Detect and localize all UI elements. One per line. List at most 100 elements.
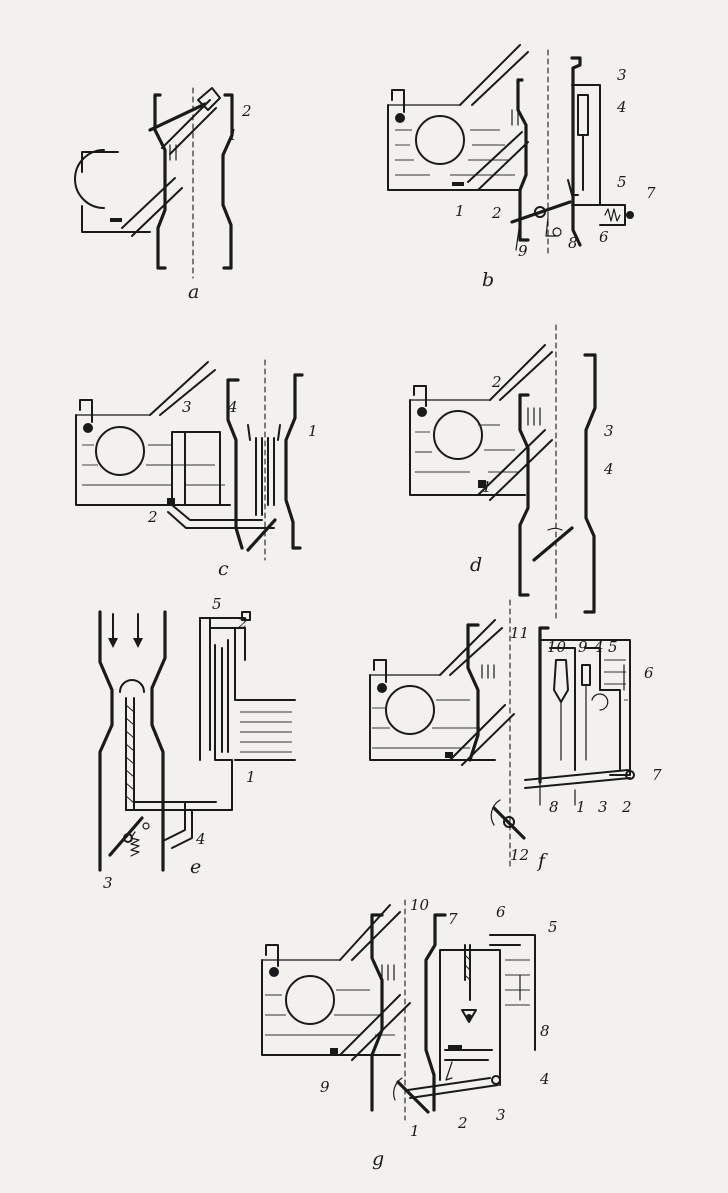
e-well-walls	[199, 617, 211, 761]
g-tube-7	[464, 944, 471, 1001]
b-label-8: 8	[568, 234, 578, 252]
a-bowl-edge-lower	[81, 205, 151, 233]
diagram-e	[98, 610, 296, 872]
e-pivot-2	[142, 822, 150, 830]
f-label-8: 8	[549, 798, 559, 816]
g-throttle	[396, 1080, 430, 1114]
c-label-3: 3	[182, 398, 192, 416]
a-caption: a	[188, 281, 200, 303]
e-label-3: 3	[103, 874, 113, 892]
d-fuel-lines	[415, 424, 518, 473]
c-caption: c	[218, 558, 229, 580]
f-bowl	[369, 674, 496, 761]
b-inlet	[391, 89, 405, 113]
c-fuel-lines	[82, 444, 225, 486]
d-jet	[478, 480, 486, 488]
f-linkage-rod	[524, 769, 631, 789]
g-pivot-4	[491, 1075, 501, 1085]
f-passage	[449, 704, 515, 766]
diagram-g	[261, 899, 536, 1121]
e-label-1: 1	[246, 768, 256, 786]
f-label-6: 6	[644, 664, 654, 682]
f-fuel-lines	[372, 699, 480, 749]
d-label-1: 1	[482, 478, 492, 496]
f-label-7: 7	[652, 766, 662, 784]
f-throttle-pivot	[503, 816, 515, 828]
f-pivot-7	[625, 770, 635, 780]
d-caption: d	[470, 554, 483, 576]
f-rods	[539, 781, 576, 806]
diagram-f	[369, 599, 635, 871]
e-nozzle	[125, 697, 135, 811]
g-jets	[381, 964, 395, 981]
b-throttle-pivot	[534, 206, 546, 218]
f-label-5: 5	[608, 638, 618, 656]
g-label-2: 2	[458, 1114, 468, 1132]
f-valve-10	[553, 659, 569, 703]
diagram-d	[409, 324, 597, 621]
b-pump-cylinder	[571, 84, 601, 206]
d-inlet	[413, 385, 427, 407]
c-throttle	[246, 518, 277, 552]
e-bowl	[234, 627, 296, 761]
b-label-2: 2	[492, 204, 502, 222]
b-venturi-right	[570, 56, 582, 247]
g-jet-9	[330, 1048, 338, 1054]
f-jets	[481, 664, 495, 679]
d-label-2: 2	[492, 373, 502, 391]
g-outer	[489, 934, 536, 1051]
c-venturi-left	[226, 378, 244, 550]
f-valve-9	[581, 664, 591, 686]
e-well-inner	[214, 644, 233, 811]
f-venturi-right	[538, 626, 550, 784]
f-label-1: 1	[576, 798, 586, 816]
g-arrow-2	[445, 1061, 453, 1081]
e-nozzle-hatch	[125, 704, 135, 804]
g-label-1: 1	[410, 1122, 420, 1140]
b-jet	[511, 109, 519, 126]
g-valve-8	[461, 1009, 477, 1023]
g-outer-fuel	[505, 959, 530, 1006]
b-label-6: 6	[599, 228, 609, 246]
g-float	[285, 975, 335, 1025]
a-label-2: 2	[242, 102, 252, 120]
b-label-3: 3	[617, 66, 627, 84]
b-float	[415, 115, 465, 165]
g-label-4: 4	[540, 1070, 550, 1088]
b-linkage	[515, 217, 557, 251]
f-vent	[439, 619, 503, 676]
a-jet	[169, 144, 177, 161]
c-emulsion-tubes	[255, 437, 275, 516]
b-caption: b	[482, 269, 495, 291]
f-label-9: 9	[578, 638, 588, 656]
e-plug	[241, 611, 251, 621]
e-label-4: 4	[196, 830, 206, 848]
f-arc	[490, 799, 501, 826]
d-throttle	[532, 526, 574, 562]
e-nozzle-cap	[119, 679, 145, 693]
b-label-5: 5	[617, 173, 627, 191]
g-tube-hatch	[464, 954, 471, 981]
g-venturi-right	[424, 913, 447, 1112]
g-venturi-left	[370, 913, 384, 1112]
d-venturi-right	[583, 353, 597, 614]
b-label-7: 7	[646, 184, 656, 202]
f-label-12: 12	[510, 846, 530, 864]
b-linkage-pivot	[552, 227, 562, 237]
f-throttle	[492, 806, 526, 840]
c-needle	[83, 423, 93, 433]
g-caption: g	[372, 1148, 385, 1170]
c-outlets	[247, 424, 281, 441]
g-label-9: 9	[320, 1078, 330, 1096]
e-caption: e	[190, 856, 202, 878]
a-venturi-left	[153, 93, 167, 270]
g-linkage-rod	[407, 1077, 499, 1099]
c-label-2: 2	[148, 508, 158, 526]
a-venturi-right	[221, 93, 234, 270]
b-vent-tube	[459, 44, 529, 106]
e-venturi-right	[150, 610, 167, 872]
f-chamber-fuel	[604, 659, 628, 701]
diagram-b	[387, 44, 634, 256]
